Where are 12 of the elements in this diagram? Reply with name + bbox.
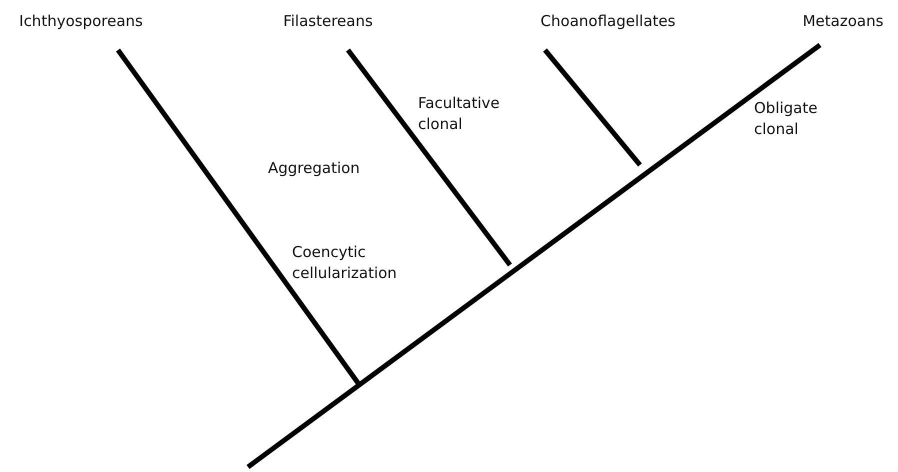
trait-label: Coencytic cellularization [292,242,398,284]
tree-branch [346,48,512,266]
trait-label: Obligate clonal [754,98,818,140]
tree-branch [116,48,360,384]
taxon-label: Filastereans [283,12,373,30]
taxon-label: Choanoflagellates [540,12,676,30]
trait-label: Facultative clonal [418,93,501,135]
trait-label: Aggregation [268,158,361,179]
tree-branch [246,42,822,470]
tree-branch [543,48,642,167]
taxon-label: Ichthyosporeans [19,12,143,30]
taxon-label: Metazoans [802,12,884,30]
